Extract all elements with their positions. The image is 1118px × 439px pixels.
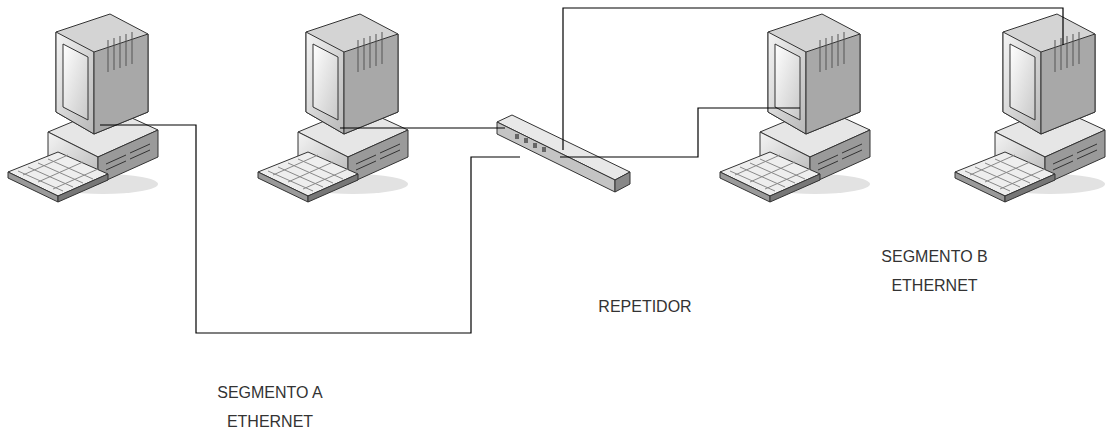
segment-label: SEGMENTO B ETHERNET	[862, 242, 1007, 300]
segment-label: SEGMENTO A ETHERNET	[205, 378, 335, 436]
computer-icon	[8, 14, 158, 202]
segment-label: REPETIDOR	[575, 292, 715, 321]
computer-icon	[258, 14, 408, 202]
ethernet-cable	[100, 8, 1063, 333]
computer-icon	[955, 14, 1105, 202]
